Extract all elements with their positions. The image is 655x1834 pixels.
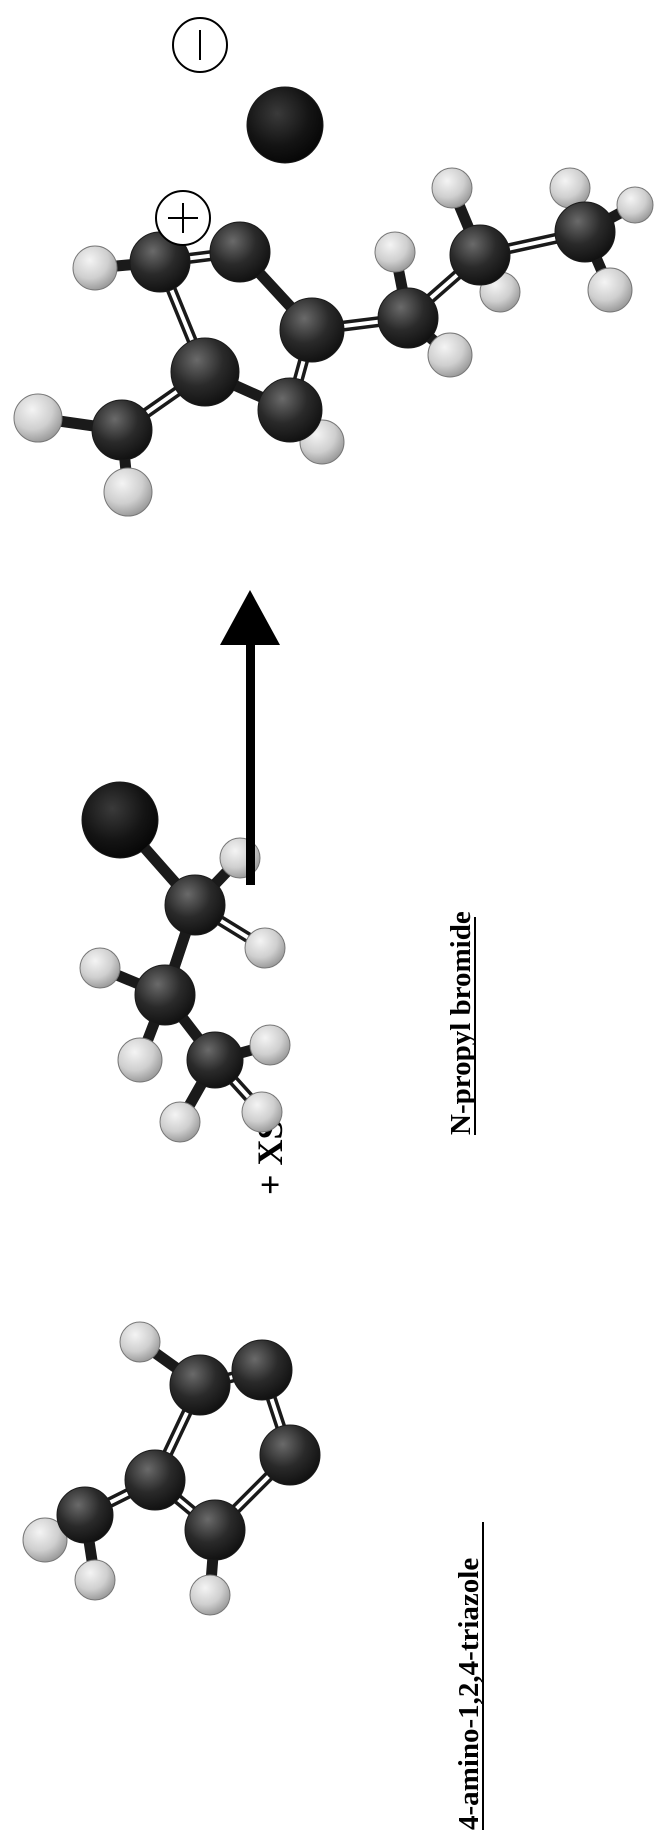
product-h-atom (616, 186, 654, 224)
triazole-h-atom (74, 1559, 116, 1601)
triazole-amino-n-atom (56, 1486, 114, 1544)
product-propyl-carbon-atom (449, 224, 511, 286)
anion-charge-marker: − (172, 17, 228, 73)
triazole-h-atom (22, 1517, 68, 1563)
product-h-atom (587, 267, 633, 313)
product-h-atom (374, 231, 416, 273)
triazole-h-atom (189, 1574, 231, 1616)
propyl-bromine-atom (81, 781, 159, 859)
reaction-arrow-shaft (246, 610, 255, 885)
product-ring-atom (209, 221, 271, 283)
propyl-h-atom (159, 1101, 201, 1143)
reaction-arrow-head (220, 590, 280, 645)
product-amino-n-atom (91, 399, 153, 461)
product-cation-molecule (13, 167, 654, 517)
propyl-bromide-label-text: N-propyl bromide (445, 911, 477, 1135)
triazole-label-text: 4-amino-1,2,4-triazole (453, 1558, 485, 1830)
triazole-molecule (22, 1321, 321, 1616)
propyl-bromide-label: N-propyl bromide (445, 911, 477, 1135)
propyl-carbon-atom (134, 964, 196, 1026)
product-ring-atom (279, 297, 345, 363)
product-h-atom (103, 467, 153, 517)
propyl-h-atom (79, 947, 121, 989)
triazole-h-atom (119, 1321, 161, 1363)
product-propyl-carbon-atom (377, 287, 439, 349)
product-h-atom (72, 245, 118, 291)
propyl-carbon-atom (186, 1031, 244, 1089)
product-h-atom (427, 332, 473, 378)
triazole-ring-atom (124, 1449, 186, 1511)
propyl-bromide-molecule (79, 781, 291, 1143)
triazole-ring-atom (169, 1354, 231, 1416)
propyl-h-atom (241, 1091, 283, 1133)
product-h-atom (431, 167, 473, 209)
propyl-h-atom (244, 927, 286, 969)
product-ring-atom (257, 377, 323, 443)
bromide-anion-atom (246, 86, 324, 164)
triazole-ring-atom (259, 1424, 321, 1486)
cation-charge-marker: + (155, 190, 211, 246)
product-propyl-carbon-atom (554, 201, 616, 263)
triazole-label: 4-amino-1,2,4-triazole (453, 1522, 485, 1830)
product-h-atom (13, 393, 63, 443)
propyl-h-atom (249, 1024, 291, 1066)
product-ring-atom (170, 337, 240, 407)
reagent-ratio-text: + XS (250, 1119, 290, 1195)
triazole-ring-atom (231, 1339, 293, 1401)
reagent-ratio-label: + XS (250, 1119, 290, 1195)
triazole-ring-atom (184, 1499, 246, 1561)
propyl-h-atom (117, 1037, 163, 1083)
propyl-carbon-atom (164, 874, 226, 936)
reaction-arrow (220, 590, 280, 885)
